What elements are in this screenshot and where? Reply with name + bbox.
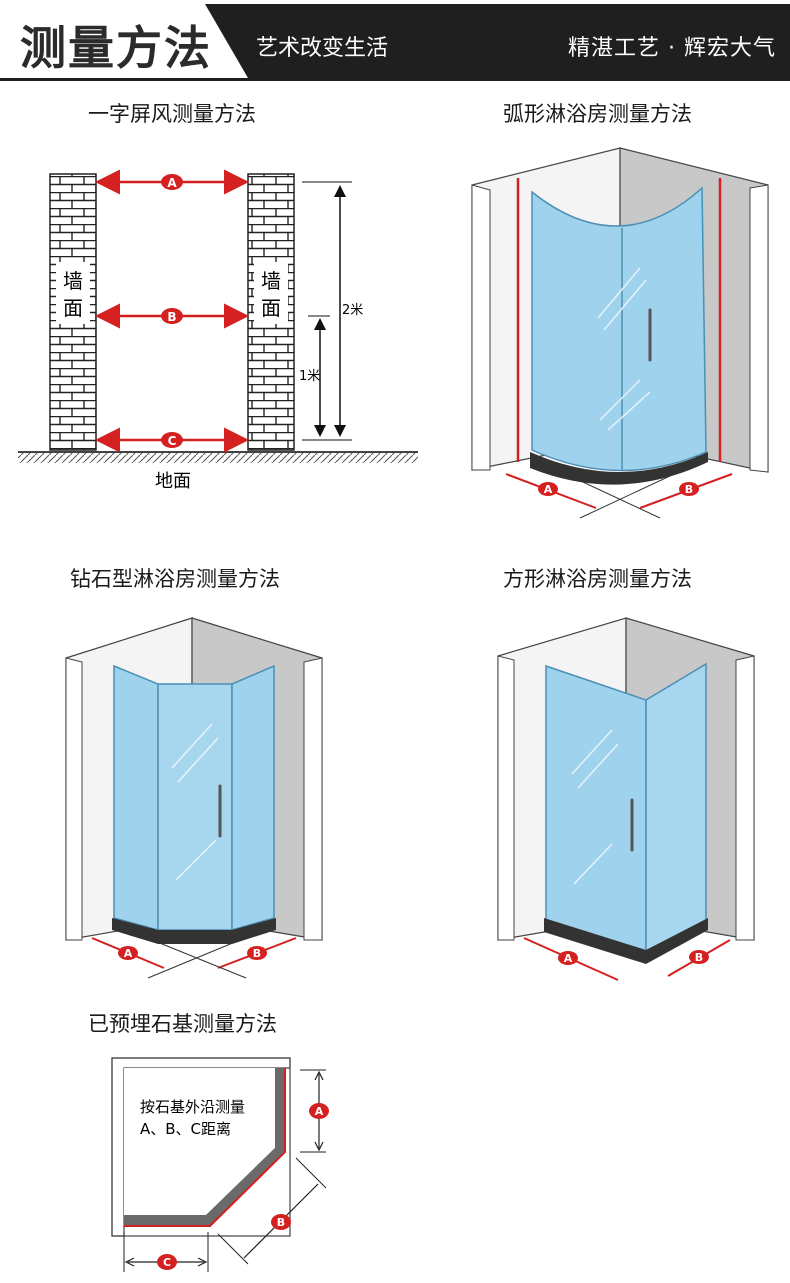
left-wall-text-bottom: 面: [63, 296, 83, 320]
straight-screen-diagram: 墙 面 墙 面 地面 A B C 2米 1米: [0, 160, 430, 504]
page-title: 测量方法: [20, 21, 212, 75]
header-banner: 测量方法 艺术改变生活 精湛工艺 · 辉宏大气: [0, 0, 790, 84]
left-wall-label-bg: [56, 262, 90, 324]
square-marker-b: B: [689, 950, 709, 964]
diamond-marker-b: B: [247, 946, 267, 960]
height-2m-label: 2米: [342, 303, 363, 318]
floor-label: 地面: [155, 471, 191, 492]
height-1m-label: 1米: [299, 369, 320, 384]
section-title-straight-screen: 一字屏风测量方法: [88, 102, 256, 126]
stone-note-line1: 按石基外沿测量: [140, 1098, 245, 1116]
svg-text:A: A: [544, 483, 553, 496]
svg-text:C: C: [163, 1256, 171, 1269]
arc-marker-a: A: [538, 482, 558, 496]
svg-text:B: B: [167, 310, 176, 324]
section-title-diamond-shower: 钻石型淋浴房测量方法: [70, 567, 280, 591]
svg-text:B: B: [695, 951, 703, 964]
floor-hatch: [18, 453, 418, 463]
svg-text:A: A: [315, 1105, 324, 1118]
banner-slogan: 精湛工艺 · 辉宏大气: [568, 36, 776, 61]
right-wall-text-top: 墙: [261, 269, 281, 293]
right-wall-text-bottom: 面: [261, 296, 281, 320]
svg-text:B: B: [253, 947, 261, 960]
section-title-stone-base: 已预埋石基测量方法: [88, 1012, 277, 1036]
square-shower-diagram: A B: [488, 612, 768, 996]
square-tray: [544, 918, 708, 964]
stone-base-edge: [124, 1068, 285, 1225]
stone-base-outer-edge: [124, 1068, 286, 1227]
svg-text:B: B: [685, 483, 693, 496]
arc-tray: [530, 452, 708, 485]
square-marker-a: A: [558, 951, 578, 965]
diamond-tray: [112, 918, 276, 944]
stone-base-diagram: 按石基外沿测量 A、B、C距离 A B C: [100, 1052, 360, 1283]
svg-text:B: B: [277, 1216, 285, 1229]
marker-c-badge: C: [161, 432, 183, 448]
svg-text:A: A: [167, 176, 177, 190]
stone-marker-b: B: [271, 1214, 291, 1230]
stone-marker-a: A: [309, 1103, 329, 1119]
stone-marker-c: C: [157, 1254, 177, 1270]
arc-glass-panel: [531, 186, 707, 472]
diamond-marker-a: A: [118, 946, 138, 960]
svg-text:A: A: [564, 952, 573, 965]
marker-a-badge: A: [161, 174, 183, 190]
marker-b-badge: B: [161, 308, 183, 324]
left-wall-text-top: 墙: [63, 269, 83, 293]
svg-text:C: C: [168, 434, 177, 448]
banner-background: [0, 0, 790, 84]
right-wall-label-bg: [254, 262, 288, 324]
banner-subtitle: 艺术改变生活: [256, 36, 389, 61]
diamond-shower-diagram: A B: [55, 612, 335, 986]
section-title-square-shower: 方形淋浴房测量方法: [503, 567, 692, 591]
section-title-arc-shower: 弧形淋浴房测量方法: [503, 102, 692, 126]
svg-text:A: A: [124, 947, 133, 960]
stone-note-line2: A、B、C距离: [140, 1120, 231, 1138]
arc-marker-b: B: [679, 482, 699, 496]
arc-shower-diagram: A B: [460, 138, 780, 527]
